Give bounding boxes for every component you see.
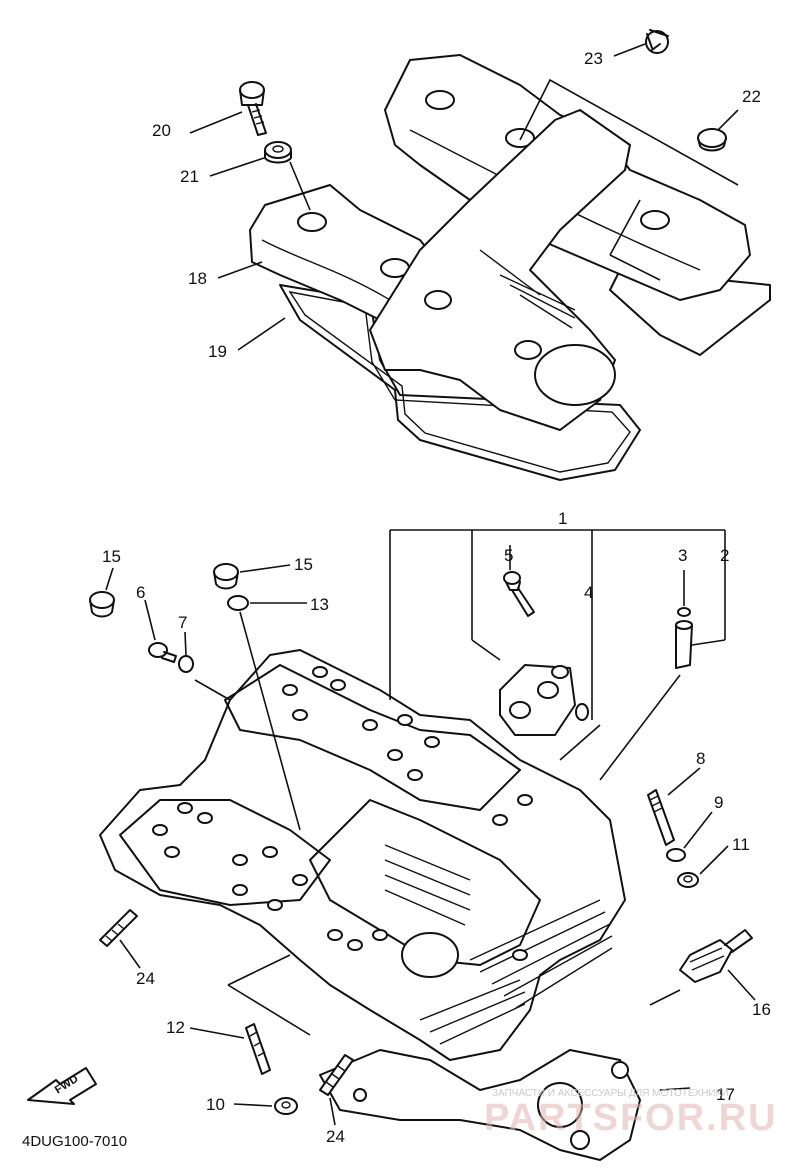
callout-16: 16 [752, 1000, 771, 1019]
spark-plug-16 [679, 929, 753, 983]
valve-guide [675, 607, 693, 669]
callout-11: 11 [732, 835, 750, 854]
callout-8: 8 [696, 749, 705, 768]
nut-10 [274, 1097, 298, 1115]
diagram-reference-code: 4DUG100-7010 [22, 1133, 127, 1150]
callout-10: 10 [206, 1095, 225, 1114]
bolt-20 [239, 81, 267, 136]
callout-22: 22 [742, 87, 761, 106]
washer-9 [666, 848, 686, 862]
clip-23 [645, 29, 669, 54]
rocker-arm-assembly [499, 571, 589, 736]
forward-direction-arrow-icon: FWD [27, 1067, 97, 1105]
watermark-subtitle: ЗАПЧАСТИ И АКСЕССУАРЫ ДЛЯ МОТОТЕХНИКИ [492, 1088, 729, 1099]
callout-21: 21 [180, 167, 199, 186]
callout-9: 9 [714, 793, 723, 812]
washer-13 [227, 595, 249, 611]
callout-20: 20 [152, 121, 171, 140]
stud-8 [647, 789, 675, 846]
bolt-6 [148, 642, 177, 663]
callout-5: 5 [504, 546, 513, 565]
stud-24b [319, 1054, 354, 1096]
callout-19: 19 [208, 342, 227, 361]
callout-13: 13 [310, 595, 329, 614]
callout-24b: 24 [326, 1127, 345, 1146]
callout-7: 7 [178, 613, 187, 632]
leader-lines [105, 43, 756, 1126]
washer-7 [178, 655, 194, 673]
cap-nut-15b [213, 563, 239, 590]
stud-12 [245, 1023, 271, 1075]
callout-23: 23 [584, 49, 603, 68]
cover-fasteners [239, 29, 727, 164]
watermark: ЗАПЧАСТИ И АКСЕССУАРЫ ДЛЯ МОТОТЕХНИКИ PA… [484, 1088, 778, 1139]
callout-3: 3 [678, 546, 687, 565]
callout-17: 17 [716, 1085, 735, 1104]
callout-6: 6 [136, 583, 145, 602]
callout-1: 1 [558, 509, 567, 528]
callout-24a: 24 [136, 969, 155, 988]
callout-18: 18 [188, 269, 207, 288]
callout-15a: 15 [102, 547, 121, 566]
nut-11 [677, 872, 699, 888]
cam-cap-bolts [152, 666, 533, 961]
callout-labels: 1 2 3 4 5 6 7 8 9 10 11 12 13 15 15 16 1… [102, 49, 771, 1146]
callout-4: 4 [584, 583, 593, 602]
head-cover-gasket [279, 284, 641, 481]
watermark-brand: PARTSFOR.RU [484, 1097, 778, 1139]
callout-15b: 15 [294, 555, 313, 574]
callout-12: 12 [166, 1018, 185, 1037]
cap-nut-15a [89, 591, 115, 618]
callout-2: 2 [720, 546, 729, 565]
cap-22 [697, 128, 727, 152]
head-cover-assembly [249, 54, 771, 481]
grommet-21 [264, 141, 292, 164]
stud-24a [99, 909, 138, 947]
